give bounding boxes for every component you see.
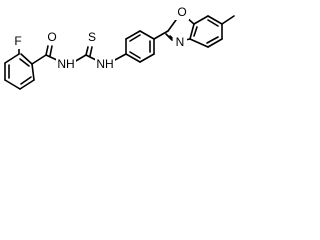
carbonyl-oxygen-label: O [47,30,56,44]
bond-lines [4,15,235,90]
chemical-structure: F O NH S NH N O [4,5,235,90]
thiourea-nh-label: NH [96,57,113,71]
atom-labels: F O NH S NH N O [11,5,189,72]
oxazole-nitrogen-label: N [176,35,185,49]
fluorine-label: F [14,34,21,48]
amide-nh-label: NH [57,57,74,71]
oxazole-oxygen-label: O [177,5,186,19]
thione-sulfur-label: S [88,30,96,44]
